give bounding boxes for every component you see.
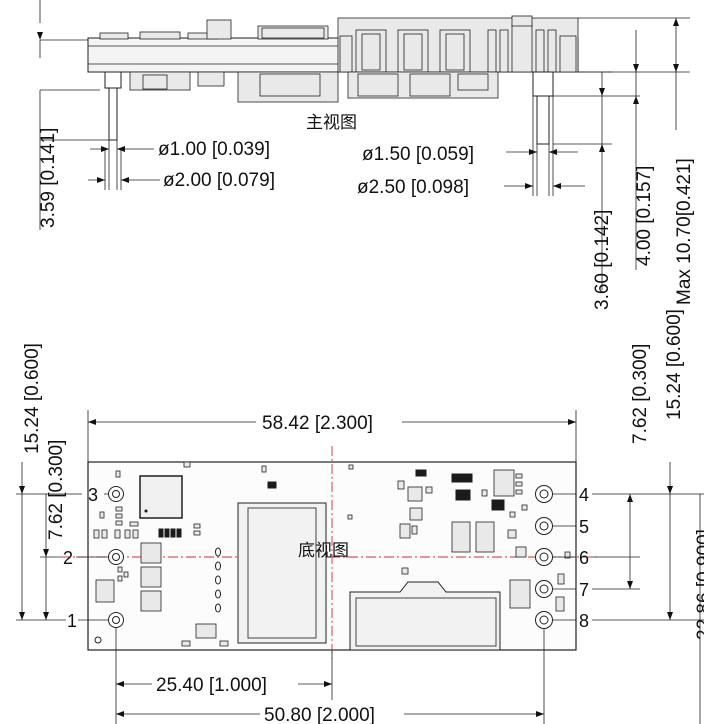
pin-label-3: 3 (88, 485, 98, 505)
dim-pin-large-collar-dia: ø2.50 [0.098] (357, 177, 469, 198)
pin-small-collar (104, 71, 122, 89)
dim-pin-small-collar-dia: ø2.00 [0.079] (163, 170, 275, 191)
dim-small-pin-length: 3.59 [0.141] (38, 128, 59, 228)
dim-board-width: 58.42 [2.300] (262, 413, 373, 434)
dim-collar-height: 4.00 [0.157] (634, 166, 655, 266)
pin-2 (108, 549, 124, 565)
pin-large-collar (532, 71, 554, 97)
pin-label-8: 8 (579, 611, 589, 631)
pin-1 (108, 612, 124, 628)
pin-label-5: 5 (579, 517, 589, 537)
dim-left-pitch-total: 15.24 [0.600] (22, 343, 43, 454)
transformer-footprint (237, 502, 327, 644)
pin-label-6: 6 (579, 548, 589, 568)
pin-small (108, 87, 118, 141)
dim-right-pitch-half: 7.62 [0.300] (630, 344, 651, 444)
pin-label-7: 7 (579, 580, 589, 600)
dim-pin-large-dia: ø1.50 [0.059] (362, 144, 474, 165)
pin-label-1: 1 (67, 611, 77, 631)
pin-label-4: 4 (579, 485, 589, 505)
dim-right-pitch-total: 15.24 [0.600] (664, 309, 685, 420)
front-view: 3.59 [0.141] ø1.00 [0.039] ø2.00 [0.079]… (37, 0, 695, 310)
dim-right-span: 22.86 [0.900] (694, 529, 704, 640)
front-view-title: 主视图 (306, 113, 357, 133)
dim-pin-row-half: 25.40 [1.000] (156, 675, 267, 696)
capacitor-footprint (349, 581, 501, 651)
pin-6 (535, 548, 553, 566)
pin-3 (108, 486, 124, 502)
bottom-view: 58.42 [2.300] (16, 309, 704, 724)
dim-max-height: Max 10.70[0.421] (674, 158, 695, 305)
pin-label-2: 2 (63, 548, 73, 568)
dim-left-pitch-half: 7.62 [0.300] (46, 440, 67, 540)
pin-8 (535, 611, 553, 629)
pin-4 (535, 485, 553, 503)
dim-pin-small-dia: ø1.00 [0.039] (158, 139, 270, 160)
dim-large-pin-length: 3.60 [0.142] (592, 210, 613, 310)
bottom-view-title: 底视图 (298, 541, 349, 561)
pin-7 (535, 580, 553, 598)
pin-5 (535, 517, 553, 535)
dim-pin-row-full: 50.80 [2.000] (264, 705, 375, 724)
pin-large (536, 95, 550, 145)
